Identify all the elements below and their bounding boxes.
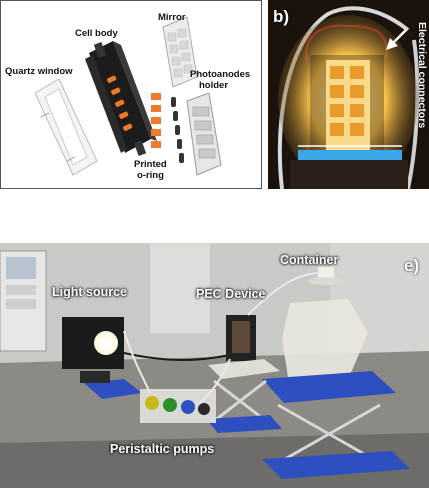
electrode-strip [171,97,184,163]
light-source-device [62,317,142,399]
label-photoanodes: Photoanodes [190,69,251,80]
label-pec-device: PEC Device [196,287,266,301]
label-mirror: Mirror [158,12,186,23]
panel-letter-b: b) [273,7,290,26]
illuminated-cell-photo [268,0,429,189]
quartz-window-frame [34,78,98,176]
panel-a-exploded-view: Cell body Mirror Quartz window Photoanod… [0,0,262,189]
tube-left [277,6,410,189]
label-holder: holder [199,80,229,91]
photoanode-array [330,66,364,136]
label-electrical-connectors: Electrical connectors [416,22,428,129]
label-container: Container [280,253,339,267]
label-cell-body: Cell body [75,28,118,39]
container-vessel [262,267,396,403]
label-quartz-window: Quartz window [5,66,73,77]
photoanodes-holder-plate [186,92,222,176]
instrument-left [0,250,47,352]
label-printed: Printed [134,159,167,170]
panel-b-photo: b) Electrical connectors [268,0,429,189]
panel-e-setup-photo: e) Container Light source PEC Device Per… [0,243,429,488]
panel-letter-e: e) [404,256,420,275]
mirror-plate [162,16,198,88]
label-peristaltic-pumps: Peristaltic pumps [110,442,215,456]
label-light-source: Light source [52,285,128,299]
arrow-head [386,38,398,50]
blue-base [298,150,402,160]
lab-setup-photo [0,243,429,488]
peristaltic-pumps-row [140,389,216,423]
label-oring: o-ring [137,170,164,181]
exploded-view-drawing [34,16,222,176]
printed-oring-set [151,93,161,148]
pec-device-unit [208,315,280,379]
cell-body-block [85,41,157,156]
